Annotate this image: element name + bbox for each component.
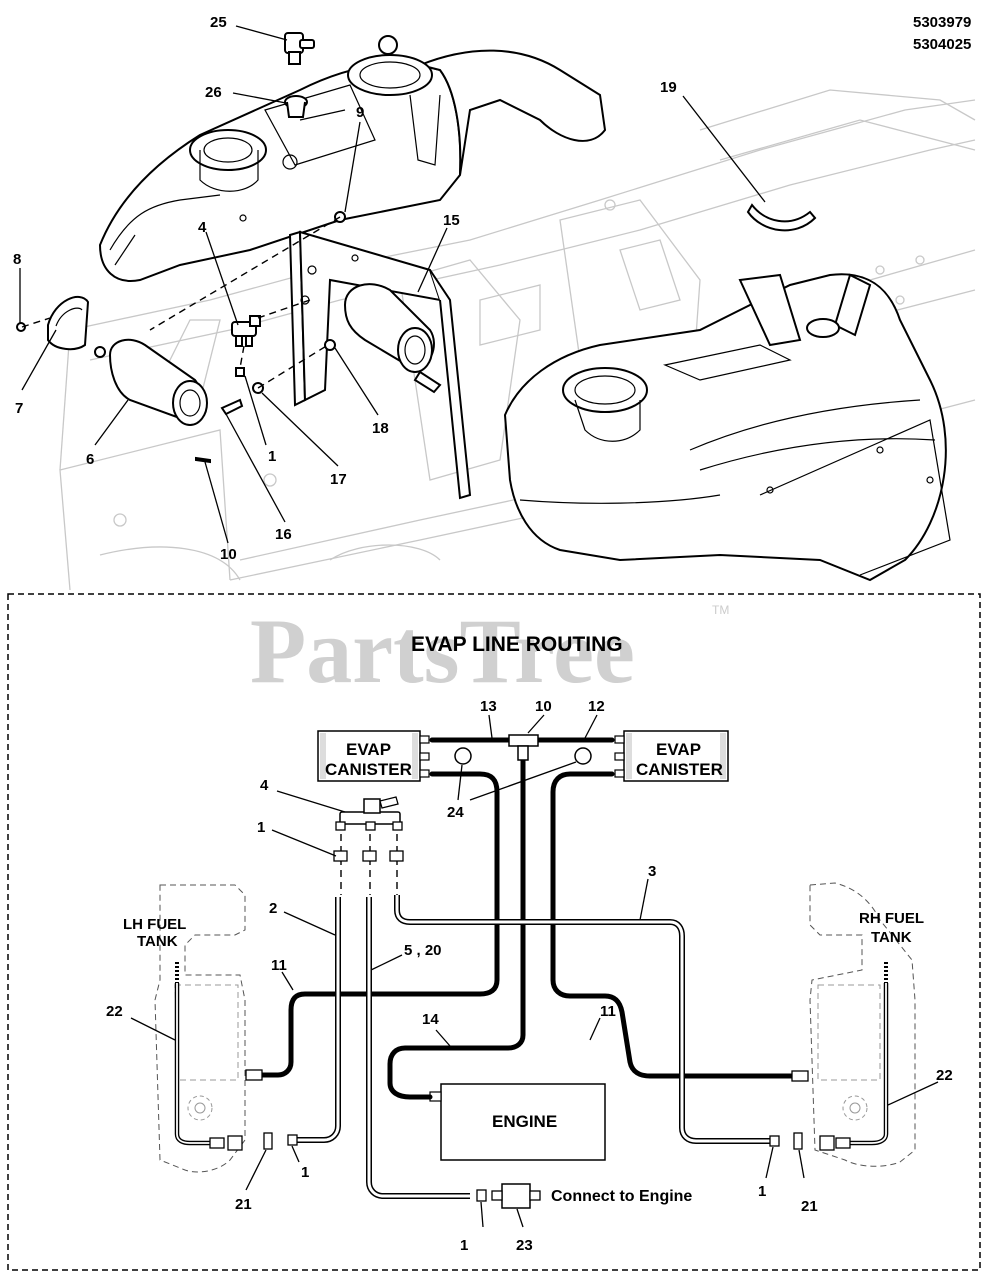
canister-left-line2: CANISTER xyxy=(325,760,412,779)
routing-callout-4: 4 xyxy=(260,777,269,794)
lh-tank-label-line2: TANK xyxy=(137,933,178,950)
routing-callout-1a: 1 xyxy=(257,819,265,836)
rh-tank-label-line2: TANK xyxy=(871,929,912,946)
lh-tank-label-line1: LH FUEL xyxy=(123,916,186,933)
assembly-line-d xyxy=(257,344,329,389)
callout-8: 8 xyxy=(13,251,21,268)
canister-right-line2: CANISTER xyxy=(636,760,723,779)
routing-leaders xyxy=(130,714,939,1228)
part-number-2: 5304025 xyxy=(913,36,971,53)
routing-callout-1d: 1 xyxy=(460,1237,468,1254)
callout-15: 15 xyxy=(443,212,460,229)
clamp-part-7 xyxy=(47,296,90,351)
routing-callout-21a: 21 xyxy=(235,1196,252,1213)
canister-left-line1: EVAP xyxy=(346,740,391,759)
evap-canister-left-box: EVAP CANISTER xyxy=(317,730,430,782)
top-leaders xyxy=(19,25,766,544)
routing-callout-22b: 22 xyxy=(936,1067,953,1084)
evap-canister-right-box: EVAP CANISTER xyxy=(614,730,729,782)
routing-callout-10: 10 xyxy=(535,698,552,715)
callout-16: 16 xyxy=(275,526,292,543)
clamps-24 xyxy=(454,747,592,765)
routing-callout-14: 14 xyxy=(422,1011,439,1028)
routing-callout-2: 2 xyxy=(269,900,277,917)
connect-to-engine-label: Connect to Engine xyxy=(551,1188,692,1205)
routing-callout-21b: 21 xyxy=(801,1198,818,1215)
routing-callout-13: 13 xyxy=(480,698,497,715)
callout-26: 26 xyxy=(205,84,222,101)
callout-19: 19 xyxy=(660,79,677,96)
callout-1: 1 xyxy=(268,448,276,465)
grommet-part-26 xyxy=(284,95,308,118)
engine-label: ENGINE xyxy=(492,1112,557,1131)
part-number-1: 5303979 xyxy=(913,14,971,31)
watermark: PartsTree xyxy=(250,600,635,702)
routing-title: EVAP LINE ROUTING xyxy=(411,633,623,656)
assembly-line-e xyxy=(239,345,245,369)
routing-callout-1c: 1 xyxy=(758,1183,766,1200)
routing-callout-5-20: 5 , 20 xyxy=(404,942,442,959)
callout-9: 9 xyxy=(356,104,364,121)
callout-7: 7 xyxy=(15,400,23,417)
callout-10: 10 xyxy=(220,546,237,563)
lh-fuel-tank xyxy=(98,35,607,282)
callout-4: 4 xyxy=(198,219,207,236)
canister-right-line1: EVAP xyxy=(656,740,701,759)
routing-callout-22a: 22 xyxy=(106,1003,123,1020)
assembly-line-b xyxy=(21,317,51,328)
hardware-small-parts xyxy=(16,211,346,464)
filter-23 xyxy=(491,1183,541,1209)
rollover-valve-part-25 xyxy=(284,32,315,65)
routing-callout-3: 3 xyxy=(648,863,656,880)
routing-valve-4 xyxy=(335,796,403,831)
callout-17: 17 xyxy=(330,471,347,488)
callout-6: 6 xyxy=(86,451,94,468)
engine-box: ENGINE xyxy=(429,1083,606,1161)
routing-callout-11a: 11 xyxy=(271,957,287,974)
routing-callout-23: 23 xyxy=(516,1237,533,1254)
assembly-line-c xyxy=(257,299,311,319)
watermark-tm: TM xyxy=(712,603,729,617)
lh-tank-outline xyxy=(154,884,246,1173)
evap-hoses-thick xyxy=(259,737,795,1100)
routing-callout-12: 12 xyxy=(588,698,605,715)
clips-1-under-valve xyxy=(333,850,404,862)
clamp-part-19 xyxy=(746,203,817,232)
rh-tank-label-line1: RH FUEL xyxy=(859,910,924,927)
rh-fuel-tank xyxy=(503,273,951,582)
evap-tubes-thin xyxy=(174,895,889,1199)
tee-10 xyxy=(508,734,539,761)
assembly-line-a xyxy=(149,216,341,331)
routing-callout-1b: 1 xyxy=(301,1164,309,1181)
routing-frame xyxy=(7,593,981,1271)
callout-18: 18 xyxy=(372,420,389,437)
tank-fittings xyxy=(209,1069,851,1202)
routing-callout-24: 24 xyxy=(447,804,464,821)
rh-tank-outline xyxy=(809,882,916,1167)
routing-callout-11b: 11 xyxy=(600,1003,616,1020)
evap-canister-part-6 xyxy=(94,338,208,426)
valve-part-4 xyxy=(231,315,261,347)
canister-bracket xyxy=(288,230,472,500)
evap-canister-part-15 xyxy=(343,283,442,394)
callout-25: 25 xyxy=(210,14,227,31)
